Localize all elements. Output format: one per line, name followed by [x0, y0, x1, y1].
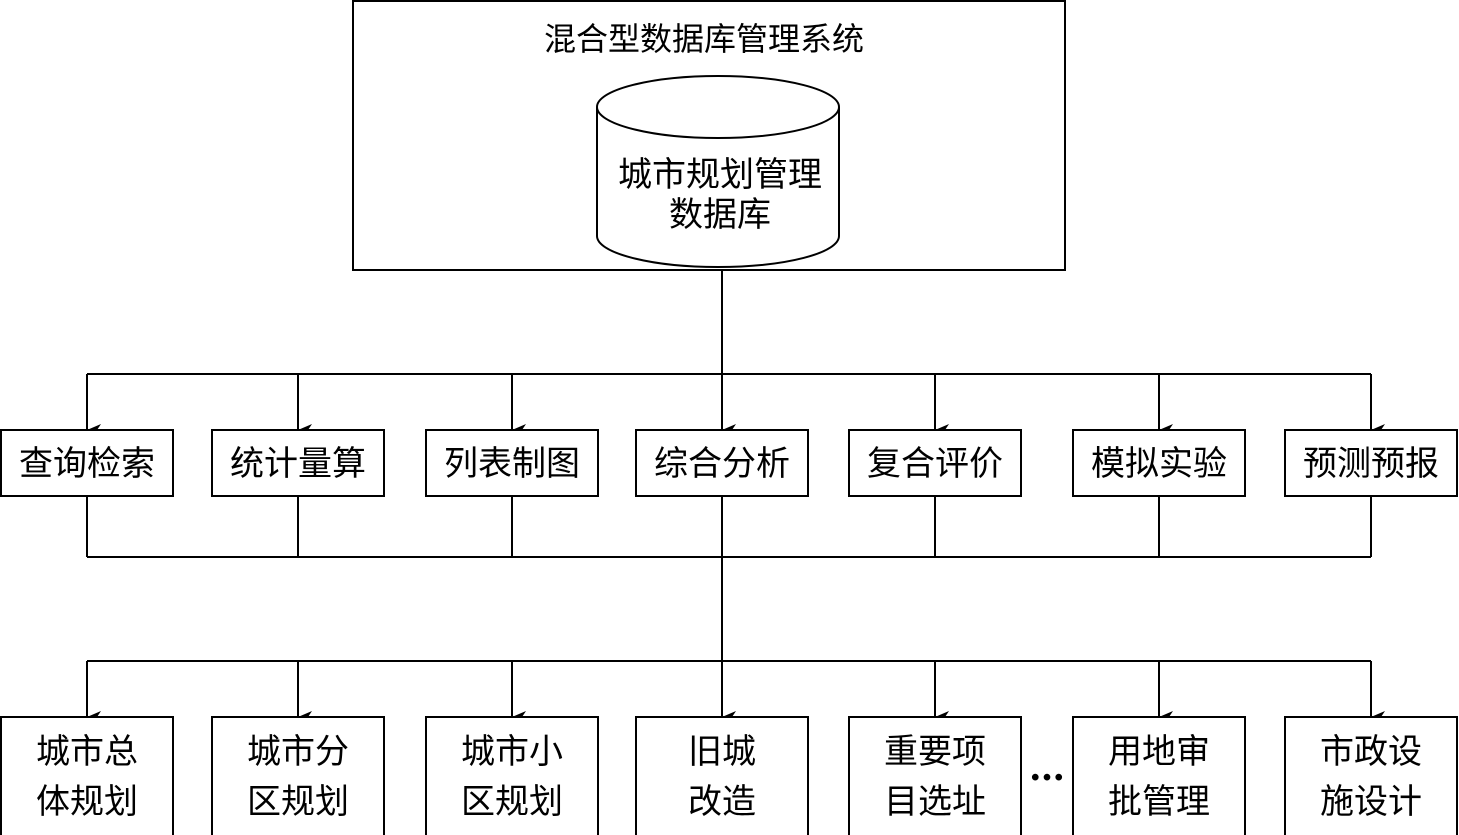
function-node-analysis: 综合分析 [635, 429, 809, 497]
application-label-line-1: 城市小 [461, 732, 563, 772]
function-label: 复合评价 [867, 444, 1003, 484]
application-label-line-2: 体规划 [36, 782, 138, 822]
function-box [1072, 429, 1246, 497]
function-node-forecast: 预测预报 [1284, 429, 1458, 497]
connector-lines [86, 270, 1385, 723]
function-box [0, 429, 174, 497]
database-cylinder-icon: 城市规划管理 数据库 [596, 75, 840, 268]
function-node-stats: 统计量算 [211, 429, 385, 497]
cylinder-body [596, 107, 840, 268]
function-box [1284, 429, 1458, 497]
application-label-line-2: 区规划 [461, 782, 563, 822]
application-label-line-1: 用地审 [1108, 732, 1210, 772]
function-label: 统计量算 [230, 444, 366, 484]
function-box [635, 429, 809, 497]
database-label-line-2: 数据库 [669, 195, 771, 235]
application-label-line-2: 改造 [688, 782, 756, 822]
application-box [211, 716, 385, 835]
function-label: 综合分析 [654, 444, 790, 484]
application-box [635, 716, 809, 835]
system-node: 混合型数据库管理系统 城市规划管理 数据库 [352, 0, 1066, 271]
function-box [848, 429, 1022, 497]
application-label-line-2: 目选址 [884, 782, 986, 822]
function-label: 预测预报 [1303, 444, 1439, 484]
function-box [425, 429, 599, 497]
cylinder-top [596, 75, 840, 139]
application-label-line-2: 批管理 [1108, 782, 1210, 822]
function-label: 查询检索 [19, 444, 155, 484]
application-label-line-1: 旧城 [688, 732, 756, 772]
function-label: 列表制图 [444, 444, 580, 484]
application-box [425, 716, 599, 835]
function-row: 查询检索 统计量算 列表制图 综合分析 复合评价 模拟实验 预测预报 [0, 429, 1458, 497]
application-box [848, 716, 1022, 835]
application-box [0, 716, 174, 835]
function-label: 模拟实验 [1091, 444, 1227, 484]
application-label-line-1: 城市总 [36, 732, 138, 772]
function-node-evaluation: 复合评价 [848, 429, 1022, 497]
function-box [211, 429, 385, 497]
application-label-line-2: 施设计 [1320, 782, 1422, 822]
system-title: 混合型数据库管理系统 [544, 20, 864, 58]
application-box [1284, 716, 1458, 835]
application-label-line-2: 区规划 [247, 782, 349, 822]
application-label-line-1: 城市分 [247, 732, 349, 772]
database-label-line-1: 城市规划管理 [618, 155, 822, 195]
application-label-line-1: 市政设 [1320, 732, 1422, 772]
function-node-query: 查询检索 [0, 429, 174, 497]
function-node-tables: 列表制图 [425, 429, 599, 497]
application-box [1072, 716, 1246, 835]
function-node-simulation: 模拟实验 [1072, 429, 1246, 497]
ellipsis-indicator: … [1029, 747, 1065, 789]
application-label-line-1: 重要项 [884, 732, 986, 772]
